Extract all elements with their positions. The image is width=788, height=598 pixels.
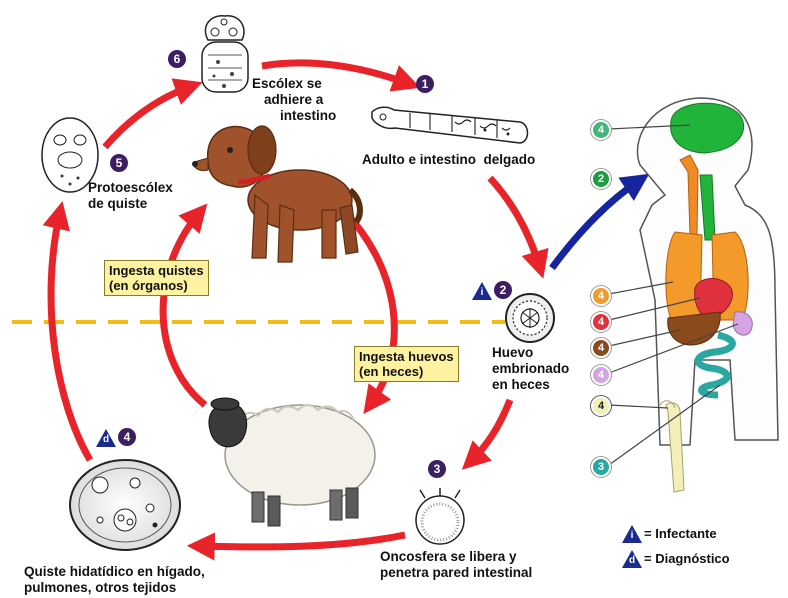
stage-5-badge: 5: [110, 154, 128, 172]
organ-marker-heart: 4: [591, 312, 611, 332]
egg-illustration: [506, 294, 554, 342]
stage-5-label: Protoescólex de quiste: [88, 180, 173, 212]
stage-4-label: Quiste hidatídico en hígado, pulmones, o…: [24, 564, 205, 596]
stage-2-label-line: embrionado: [492, 361, 569, 377]
stage-2-label: Huevo embrionado en heces: [492, 345, 569, 393]
arrow-3-to-4: [198, 535, 405, 547]
stage-6-label: Escólex se adhiere a intestino: [252, 76, 336, 124]
stage-5-label-line: Protoescólex: [88, 180, 173, 196]
human-body-illustration: [638, 98, 779, 492]
organ-marker-lungs: 4: [591, 286, 611, 306]
stage-2-label-line: Huevo: [492, 345, 569, 361]
legend-infective-text: = Infectante: [644, 526, 717, 542]
stage-4-label-line: pulmones, otros tejidos: [24, 580, 205, 596]
stage-1-label-line: Adulto e intestino delgado: [362, 152, 535, 168]
ingesta-quistes-line: (en órganos): [109, 278, 204, 293]
legend-diagnostic-text: = Diagnóstico: [644, 551, 730, 567]
stage-4-badge: 4: [118, 428, 136, 446]
stage-6-label-line: Escólex se: [252, 76, 336, 92]
ingesta-huevos-box: Ingesta huevos (en heces): [354, 346, 459, 382]
stage-3-badge: 3: [428, 460, 446, 478]
stage-3-label-line: penetra pared intestinal: [380, 565, 532, 581]
arrow-1-to-2: [490, 178, 540, 268]
organ-marker-route: 2: [591, 169, 611, 189]
scolex-illustration: [202, 16, 248, 92]
organ-marker-intestine: 3: [591, 457, 611, 477]
legend-diagnostic-icon: d: [622, 550, 642, 568]
stage-4-label-line: Quiste hidatídico en hígado,: [24, 564, 205, 580]
organ-marker-spleen: 4: [591, 365, 611, 385]
stage-1-label: Adulto e intestino delgado: [362, 152, 535, 168]
arrow-2-to-3: [470, 400, 510, 462]
sheep-intermediate-host: [209, 398, 375, 526]
arrow-5-to-6: [105, 86, 192, 147]
legend-infective-icon: i: [622, 525, 642, 543]
arrow-4-to-5: [51, 212, 90, 460]
oncosphere-illustration: [416, 488, 464, 544]
stage-5-label-line: de quiste: [88, 196, 173, 212]
diagnostic-stage-marker: d: [96, 429, 116, 447]
adult-worm-illustration: [372, 107, 528, 143]
stage-6-label-line: adhiere a: [252, 92, 336, 108]
ingesta-quistes-line: Ingesta quistes: [109, 263, 204, 278]
ingesta-huevos-line: Ingesta huevos: [359, 349, 454, 364]
stage-2-badge: 2: [494, 281, 512, 299]
ingesta-huevos-line: (en heces): [359, 364, 454, 379]
stage-6-label-line: intestino: [252, 108, 336, 124]
arrow-to-human: [552, 180, 640, 268]
ingesta-quistes-box: Ingesta quistes (en órganos): [104, 260, 209, 296]
infective-stage-marker: i: [472, 282, 492, 300]
arrow-sheep-to-dog: [163, 212, 205, 405]
organ-marker-liver: 4: [591, 338, 611, 358]
organ-marker-bone: 4: [591, 396, 611, 416]
dog-definitive-host: [192, 126, 360, 262]
stage-3-label: Oncosfera se libera y penetra pared inte…: [380, 549, 532, 581]
stage-6-badge: 6: [168, 50, 186, 68]
stage-1-badge: 1: [416, 75, 434, 93]
legend: i = Infectante d = Diagnóstico: [622, 522, 772, 572]
stage-3-label-line: Oncosfera se libera y: [380, 549, 532, 565]
stage-2-label-line: en heces: [492, 377, 569, 393]
hydatid-cyst-illustration: [70, 460, 180, 550]
organ-marker-brain: 4: [591, 120, 611, 140]
